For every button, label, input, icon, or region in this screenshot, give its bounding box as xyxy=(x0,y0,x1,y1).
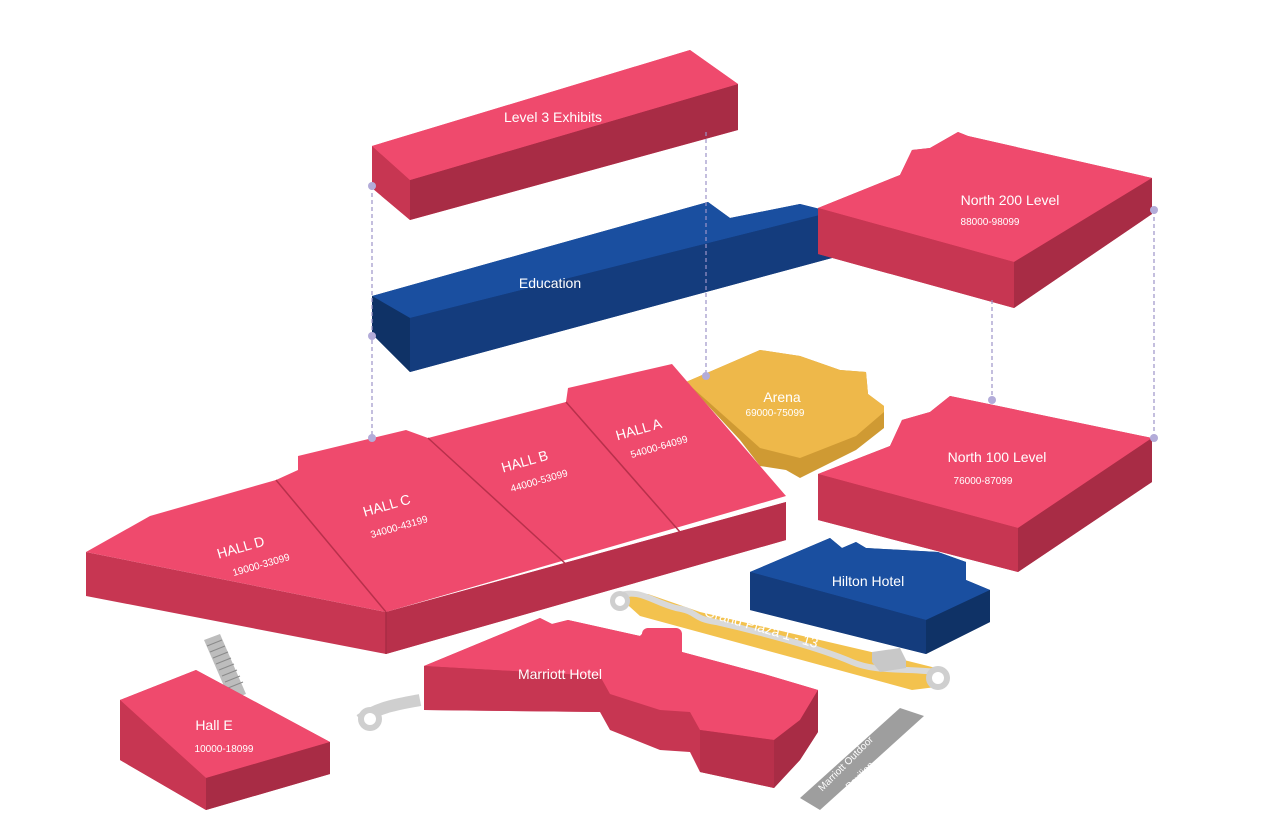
north-200-level-label: North 200 Level xyxy=(961,192,1060,208)
marriott-outdoor-pavilion[interactable]: Marriott Outdoor Pavilion xyxy=(800,708,924,810)
hilton-hotel-label: Hilton Hotel xyxy=(832,573,904,589)
arena-block[interactable]: Arena 69000-75099 xyxy=(686,350,884,478)
north-100-level-label: North 100 Level xyxy=(948,449,1047,465)
level-3-exhibits-block[interactable]: Level 3 Exhibits xyxy=(372,50,738,220)
main-halls-block xyxy=(86,364,786,654)
hall-e-block[interactable]: Hall E 10000-18099 xyxy=(120,670,330,810)
north-200-level-range: 88000-98099 xyxy=(961,217,1020,228)
hall-e-label: Hall E xyxy=(195,717,232,733)
north-200-level-block[interactable]: North 200 Level 88000-98099 xyxy=(818,132,1152,308)
arena-label: Arena xyxy=(763,389,801,405)
level-3-exhibits-label: Level 3 Exhibits xyxy=(504,109,602,125)
hilton-hotel-block[interactable]: Hilton Hotel xyxy=(750,538,990,654)
level-guide-lines xyxy=(368,132,1158,442)
marriott-connector xyxy=(356,694,422,731)
education-block[interactable]: Education xyxy=(372,202,832,372)
north-100-level-range: 76000-87099 xyxy=(954,476,1013,487)
marriott-hotel-block[interactable]: Marriott Hotel xyxy=(424,618,818,788)
stairs-connector xyxy=(204,634,246,700)
hall-e-range: 10000-18099 xyxy=(195,744,254,755)
arena-range: 69000-75099 xyxy=(746,408,805,419)
north-100-level-block[interactable]: North 100 Level 76000-87099 xyxy=(818,396,1152,572)
education-label: Education xyxy=(519,275,581,291)
marriott-hotel-label: Marriott Hotel xyxy=(518,666,602,682)
